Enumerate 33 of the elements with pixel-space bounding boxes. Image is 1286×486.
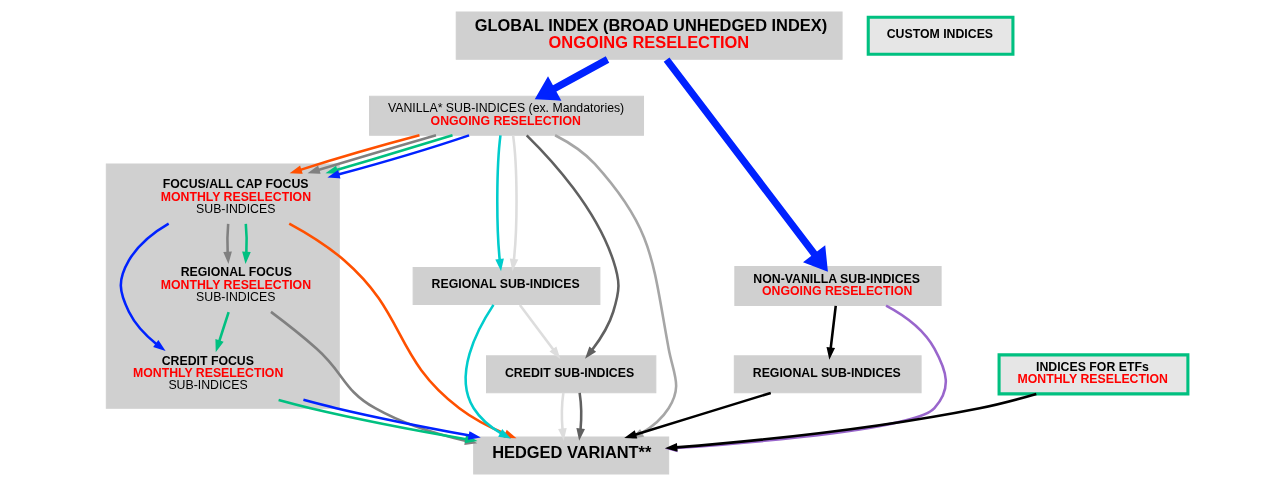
arrow (558, 392, 567, 441)
arrow (664, 304, 948, 453)
arrow (826, 305, 838, 360)
node-box: REGIONAL SUB-INDICES (412, 267, 601, 306)
arrow (664, 392, 1037, 452)
node-box: NON-VANILLA SUB-INDICES ONGOING RESELECTION (734, 266, 942, 307)
arrow (495, 135, 504, 272)
arrow (576, 392, 585, 441)
node-text: FOCUS/ALL CAP FOCUS MONTHLY RESELECTION SUB-INDICES (160, 177, 312, 216)
node-box: CUSTOM INDICES (866, 15, 1015, 56)
node-box: GLOBAL INDEX (BROAD UNHEDGED INDEX) ONGOING RESELECTION (455, 11, 843, 60)
node-text: REGIONAL FOCUS MONTHLY RESELECTION SUB-INDICES (160, 265, 312, 305)
arrow (119, 222, 170, 351)
arrow (325, 134, 453, 174)
node-box: CREDIT SUB-INDICES (486, 355, 657, 394)
arrow (215, 311, 230, 353)
arrow (525, 134, 620, 359)
arrow (223, 223, 232, 265)
node-box: VANILLA* SUB-INDICES (ex. Mandatories) ONGOING RESELECTION (369, 95, 645, 136)
arrow (307, 134, 437, 174)
arrow (663, 57, 828, 272)
arrow (518, 304, 561, 359)
arrow (534, 56, 610, 101)
node-box: HEDGED VARIANT** (473, 436, 670, 475)
arrow (327, 134, 470, 179)
arrow (242, 223, 251, 265)
node-box: INDICES FOR ETFs MONTHLY RESELECTION (997, 353, 1190, 396)
arrow (303, 398, 481, 440)
arrow (464, 304, 512, 439)
arrow (509, 135, 519, 272)
node-text: CREDIT FOCUS MONTHLY RESELECTION SUB-INDICES (132, 353, 284, 393)
arrow (289, 134, 420, 174)
node-box: REGIONAL SUB-INDICES (733, 355, 922, 394)
